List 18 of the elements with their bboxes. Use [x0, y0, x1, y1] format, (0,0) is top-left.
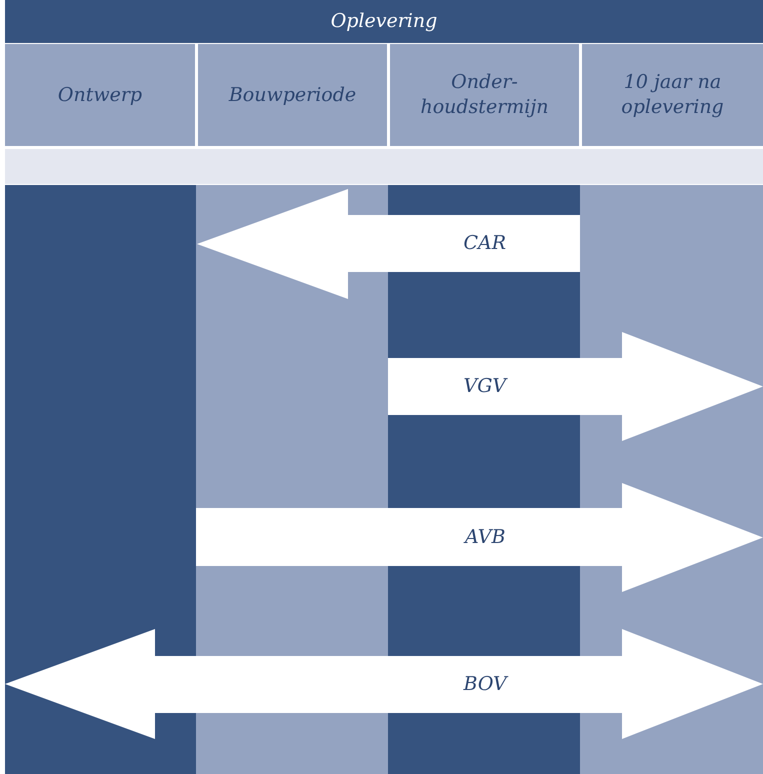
arrow-label: AVB	[465, 524, 506, 550]
column-title: 10 jaar na oplevering	[620, 70, 725, 120]
column-header	[582, 44, 763, 146]
column-title: Bouwperiode	[228, 82, 356, 108]
column-title: Onder- houdstermijn	[419, 70, 550, 120]
header-title: Oplevering	[330, 9, 438, 34]
column-header	[390, 44, 579, 146]
block-arrow	[197, 189, 580, 299]
block-arrow	[5, 629, 763, 739]
block-arrow	[388, 332, 763, 441]
arrow-label: BOV	[464, 672, 507, 697]
block-arrow	[196, 483, 763, 592]
column-title: Ontwerp	[58, 82, 142, 108]
header-band	[5, 0, 763, 43]
column-header	[198, 44, 387, 146]
arrow-label: CAR	[464, 231, 506, 256]
column-header	[5, 44, 195, 146]
arrow-label: VGV	[464, 374, 506, 399]
